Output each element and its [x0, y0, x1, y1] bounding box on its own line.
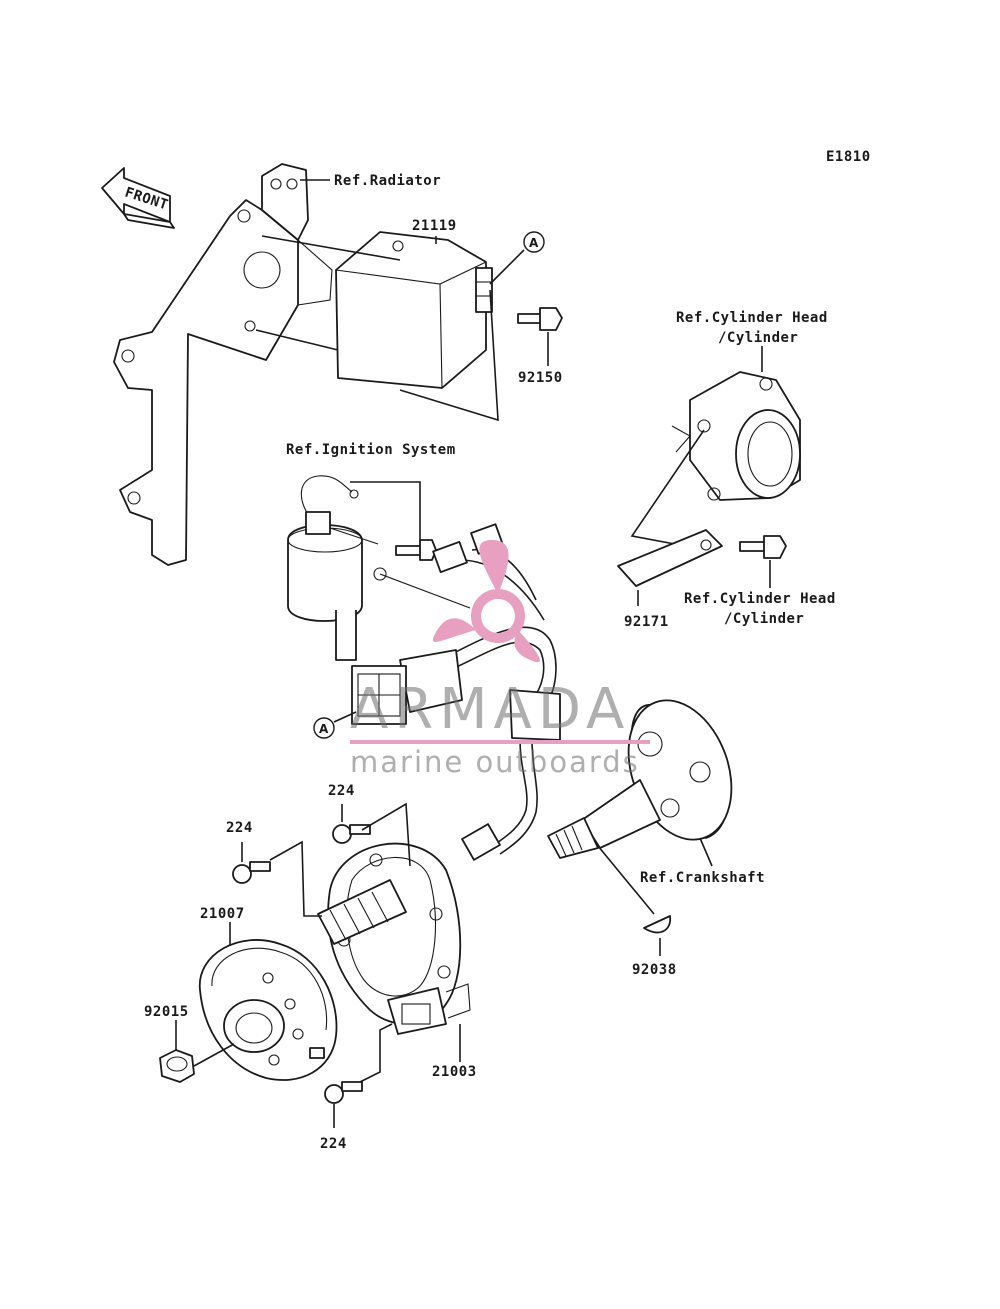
part-224-left-label: 224	[226, 820, 253, 836]
part-21007-label: 21007	[200, 906, 245, 922]
coil-screw	[395, 539, 437, 561]
screw-224-bottom	[324, 1081, 363, 1104]
plate-92171	[617, 529, 723, 587]
connector-a-bottom-marker	[313, 717, 335, 739]
bolt-92150	[517, 307, 563, 331]
part-21003-label: 21003	[432, 1064, 477, 1080]
woodruff-key-92038	[643, 915, 672, 934]
part-224-top-label: 224	[328, 783, 355, 799]
screw-224-left	[232, 861, 271, 884]
part-92171-label: 92171	[624, 614, 669, 630]
front-arrow-icon: FRONT	[101, 167, 175, 229]
watermark-brand: ARMADA	[350, 677, 630, 742]
part-92150-label: 92150	[518, 370, 563, 386]
ref-cylinder-top-label: /Cylinder	[718, 330, 798, 346]
connector-a-bottom-label: A	[319, 722, 329, 736]
cdi-unit	[335, 231, 493, 389]
ref-crankshaft-label: Ref.Crankshaft	[640, 870, 765, 886]
cylinder-head-flange	[671, 371, 801, 501]
connector-a-top-label: A	[529, 236, 539, 250]
connector-a-top-marker	[523, 231, 545, 253]
ref-cylinder-head-top-label: Ref.Cylinder Head	[676, 310, 828, 326]
part-92038-label: 92038	[632, 962, 677, 978]
diagram-code: E1810	[826, 149, 871, 165]
nut-92015	[159, 1049, 195, 1083]
bolt-cylinder-head	[739, 535, 787, 559]
part-92015-label: 92015	[144, 1004, 189, 1020]
watermark-propeller-icon	[432, 540, 540, 663]
radiator-bracket	[113, 163, 333, 566]
ref-cylinder-head-bottom-label: Ref.Cylinder Head	[684, 591, 836, 607]
part-21119-label: 21119	[412, 218, 457, 234]
watermark: ARMADA marine outboards	[350, 540, 650, 779]
watermark-tagline: marine outboards	[350, 745, 640, 779]
ref-radiator-label: Ref.Radiator	[334, 173, 441, 189]
ref-ignition-system-label: Ref.Ignition System	[286, 442, 456, 458]
crankshaft	[547, 699, 733, 859]
screw-224-top	[332, 824, 371, 844]
part-224-bottom-label: 224	[320, 1136, 347, 1152]
stator-plate	[317, 842, 471, 1035]
ref-cylinder-bottom-label: /Cylinder	[724, 611, 804, 627]
flywheel	[199, 939, 338, 1081]
harness-connector	[351, 649, 463, 725]
ignition-coil	[287, 475, 379, 661]
